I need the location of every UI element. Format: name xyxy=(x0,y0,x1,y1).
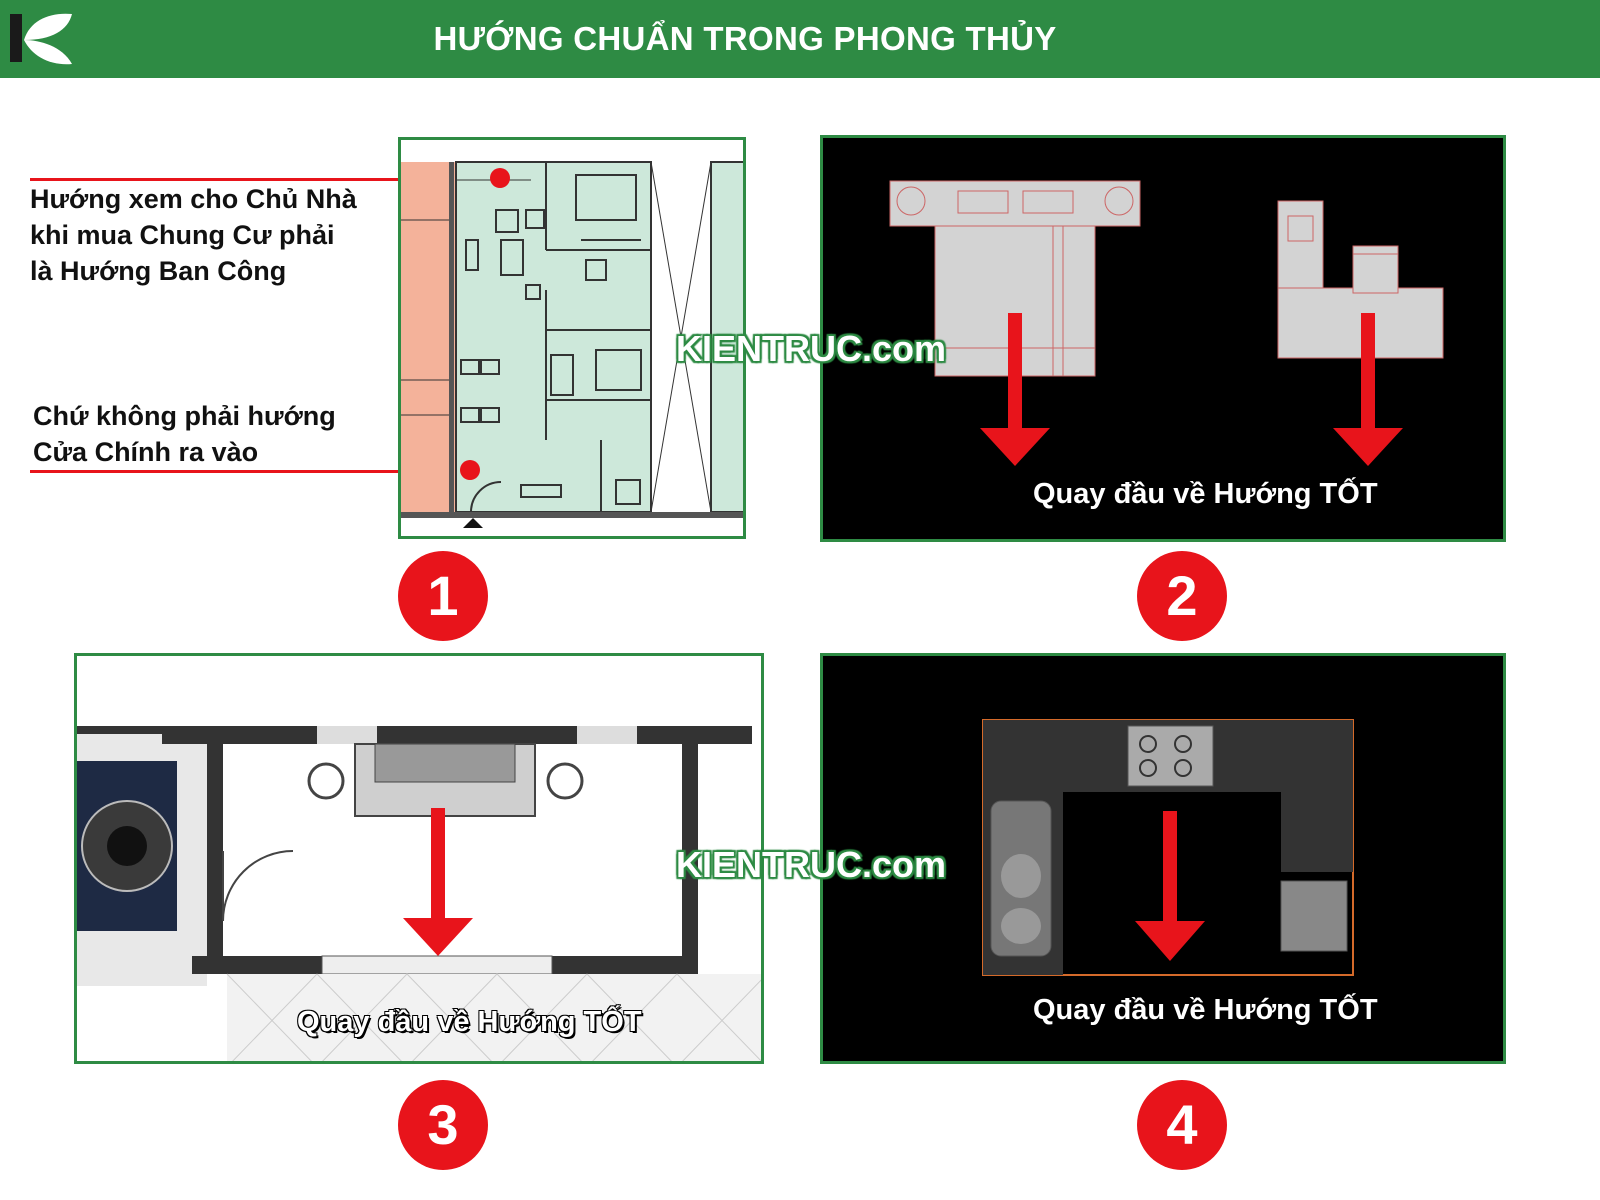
watermark-top: KIENTRUC.com xyxy=(676,328,947,369)
page-title: HƯỚNG CHUẨN TRONG PHONG THỦY xyxy=(433,20,1057,57)
pointer-line-balcony xyxy=(30,178,500,181)
panel-bed-desk: Quay đầu về Hướng TỐT xyxy=(820,135,1506,542)
note-top-line-3: là Hướng Ban Công xyxy=(30,256,287,286)
badge-2: 2 xyxy=(1137,551,1227,641)
badge-4: 4 xyxy=(1137,1080,1227,1170)
note-bottom-line-1: Chứ không phải hướng xyxy=(33,401,336,431)
pointer-line-door xyxy=(30,470,470,473)
bed-desk-drawing xyxy=(889,180,1444,466)
apartment-floorplan-drawing xyxy=(401,161,743,528)
note-bottom-line-2: Cửa Chính ra vào xyxy=(33,437,259,467)
marker-balcony xyxy=(490,168,510,188)
watermark-bottom: KIENTRUC.com xyxy=(676,844,947,885)
caption-panel-2: Quay đầu về Hướng TỐT xyxy=(1033,478,1378,510)
badge-1: 1 xyxy=(398,551,488,641)
panel-room-stove: Quay đầu về Hướng TỐT xyxy=(74,653,764,1064)
badge-3: 3 xyxy=(398,1080,488,1170)
marker-main-door xyxy=(460,460,480,480)
caption-panel-4: Quay đầu về Hướng TỐT xyxy=(1033,994,1378,1026)
room-stove-drawing xyxy=(77,726,761,1061)
note-top: Hướng xem cho Chủ Nhà khi mua Chung Cư p… xyxy=(30,181,357,289)
panel-kitchen: Quay đầu về Hướng TỐT xyxy=(820,653,1506,1064)
note-top-line-1: Hướng xem cho Chủ Nhà xyxy=(30,184,357,214)
header-bar: HƯỚNG CHUẨN TRONG PHONG THỦY xyxy=(0,0,1600,78)
panel-apartment-plan xyxy=(398,137,746,539)
note-bottom: Chứ không phải hướng Cửa Chính ra vào xyxy=(33,398,336,470)
k-leaf-logo-icon xyxy=(10,13,72,65)
note-top-line-2: khi mua Chung Cư phải xyxy=(30,220,335,250)
caption-panel-3: Quay đầu về Hướng TỐT xyxy=(296,1005,642,1039)
kitchen-drawing xyxy=(982,719,1354,976)
